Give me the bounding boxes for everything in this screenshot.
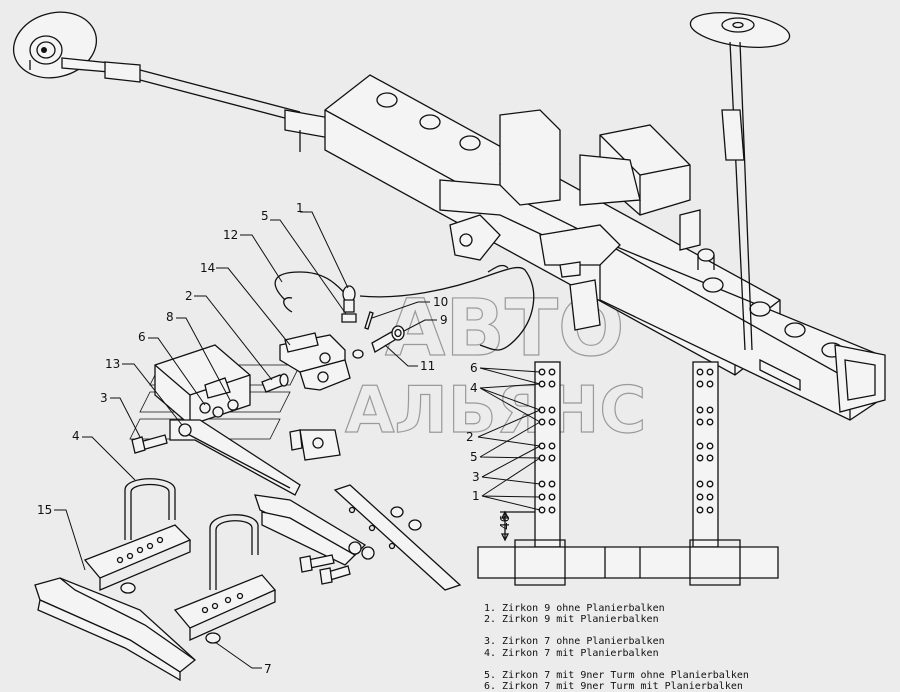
legend-item-6: 6. Zirkon 7 mit 9ner Turm mit Planierbal… [484, 681, 743, 692]
inset-holes-left [538, 368, 556, 514]
bolts-upper [261, 373, 289, 393]
part-callouts: 1 5 12 14 2 8 6 13 3 4 15 7 10 9 11 [37, 201, 448, 676]
callout-12: 12 [223, 228, 238, 242]
callout-10: 10 [433, 295, 448, 309]
nuts-right [390, 506, 422, 531]
legend-item-4: 4. Zirkon 7 mit Planierbalken [484, 647, 659, 659]
callout-5: 5 [261, 209, 269, 223]
rear-clevis [289, 429, 341, 461]
marker-arm-left [61, 57, 331, 152]
ubolt-nuts [120, 582, 221, 644]
bracket-plate [279, 332, 351, 391]
dimension-46: 46 [498, 515, 512, 530]
bolt-3 [131, 434, 168, 454]
linkage-arm-upper [169, 419, 301, 496]
bracket-label-5: 5 [470, 450, 478, 464]
legend-item-3: 3. Zirkon 7 ohne Planierbalken [484, 636, 665, 648]
u-bolt-left [124, 478, 176, 540]
bracket-label-3: 3 [472, 470, 480, 484]
bracket-label-2: 2 [466, 430, 474, 444]
bracket-inset: 46 [477, 361, 779, 586]
left-disc-marker [12, 11, 98, 79]
right-disc-marker [689, 12, 791, 351]
callout-11: 11 [420, 359, 435, 373]
callout-7: 7 [264, 662, 272, 676]
watermark-line2: АЛЬЯНС [345, 374, 646, 448]
callout-4: 4 [72, 429, 80, 443]
legend-item-1: 1. Zirkon 9 ohne Planierbalken [484, 603, 665, 614]
clamp-plate-right [173, 574, 277, 642]
hose-cable [274, 264, 535, 351]
callout-15: 15 [37, 503, 52, 517]
frame-end-plate [834, 344, 886, 413]
callout-13: 13 [105, 357, 120, 371]
mounting-block [154, 344, 251, 426]
bracket-label-4: 4 [470, 381, 478, 395]
callout-3: 3 [100, 391, 108, 405]
legend-item-2: 2. Zirkon 9 mit Planierbalken [484, 614, 659, 626]
bracket-label-6: 6 [470, 361, 478, 375]
u-bolt-right [209, 514, 259, 590]
callout-8: 8 [166, 310, 174, 324]
pin-parts [352, 311, 405, 359]
inclined-bar [333, 484, 462, 591]
callout-2: 2 [185, 289, 193, 303]
variant-legend: 1. Zirkon 9 ohne Planierbalken 2. Zirkon… [484, 603, 784, 692]
tower-assembly [449, 109, 715, 331]
clamp-plate-left [83, 524, 192, 591]
callout-9: 9 [440, 313, 448, 327]
bolts-lower [299, 554, 351, 585]
linkage-arm-lower [254, 494, 375, 566]
skid-beam [34, 577, 197, 682]
callout-14: 14 [200, 261, 215, 275]
inset-holes-right [696, 368, 714, 514]
bracket-callouts: 6 4 2 5 3 1 [466, 361, 541, 511]
bracket-label-1: 1 [472, 489, 480, 503]
callout-1: 1 [296, 201, 304, 215]
callout-6: 6 [138, 330, 146, 344]
eye-bolt [341, 285, 357, 323]
legend-item-5: 5. Zirkon 7 mit 9ner Turm ohne Planierba… [484, 669, 749, 681]
